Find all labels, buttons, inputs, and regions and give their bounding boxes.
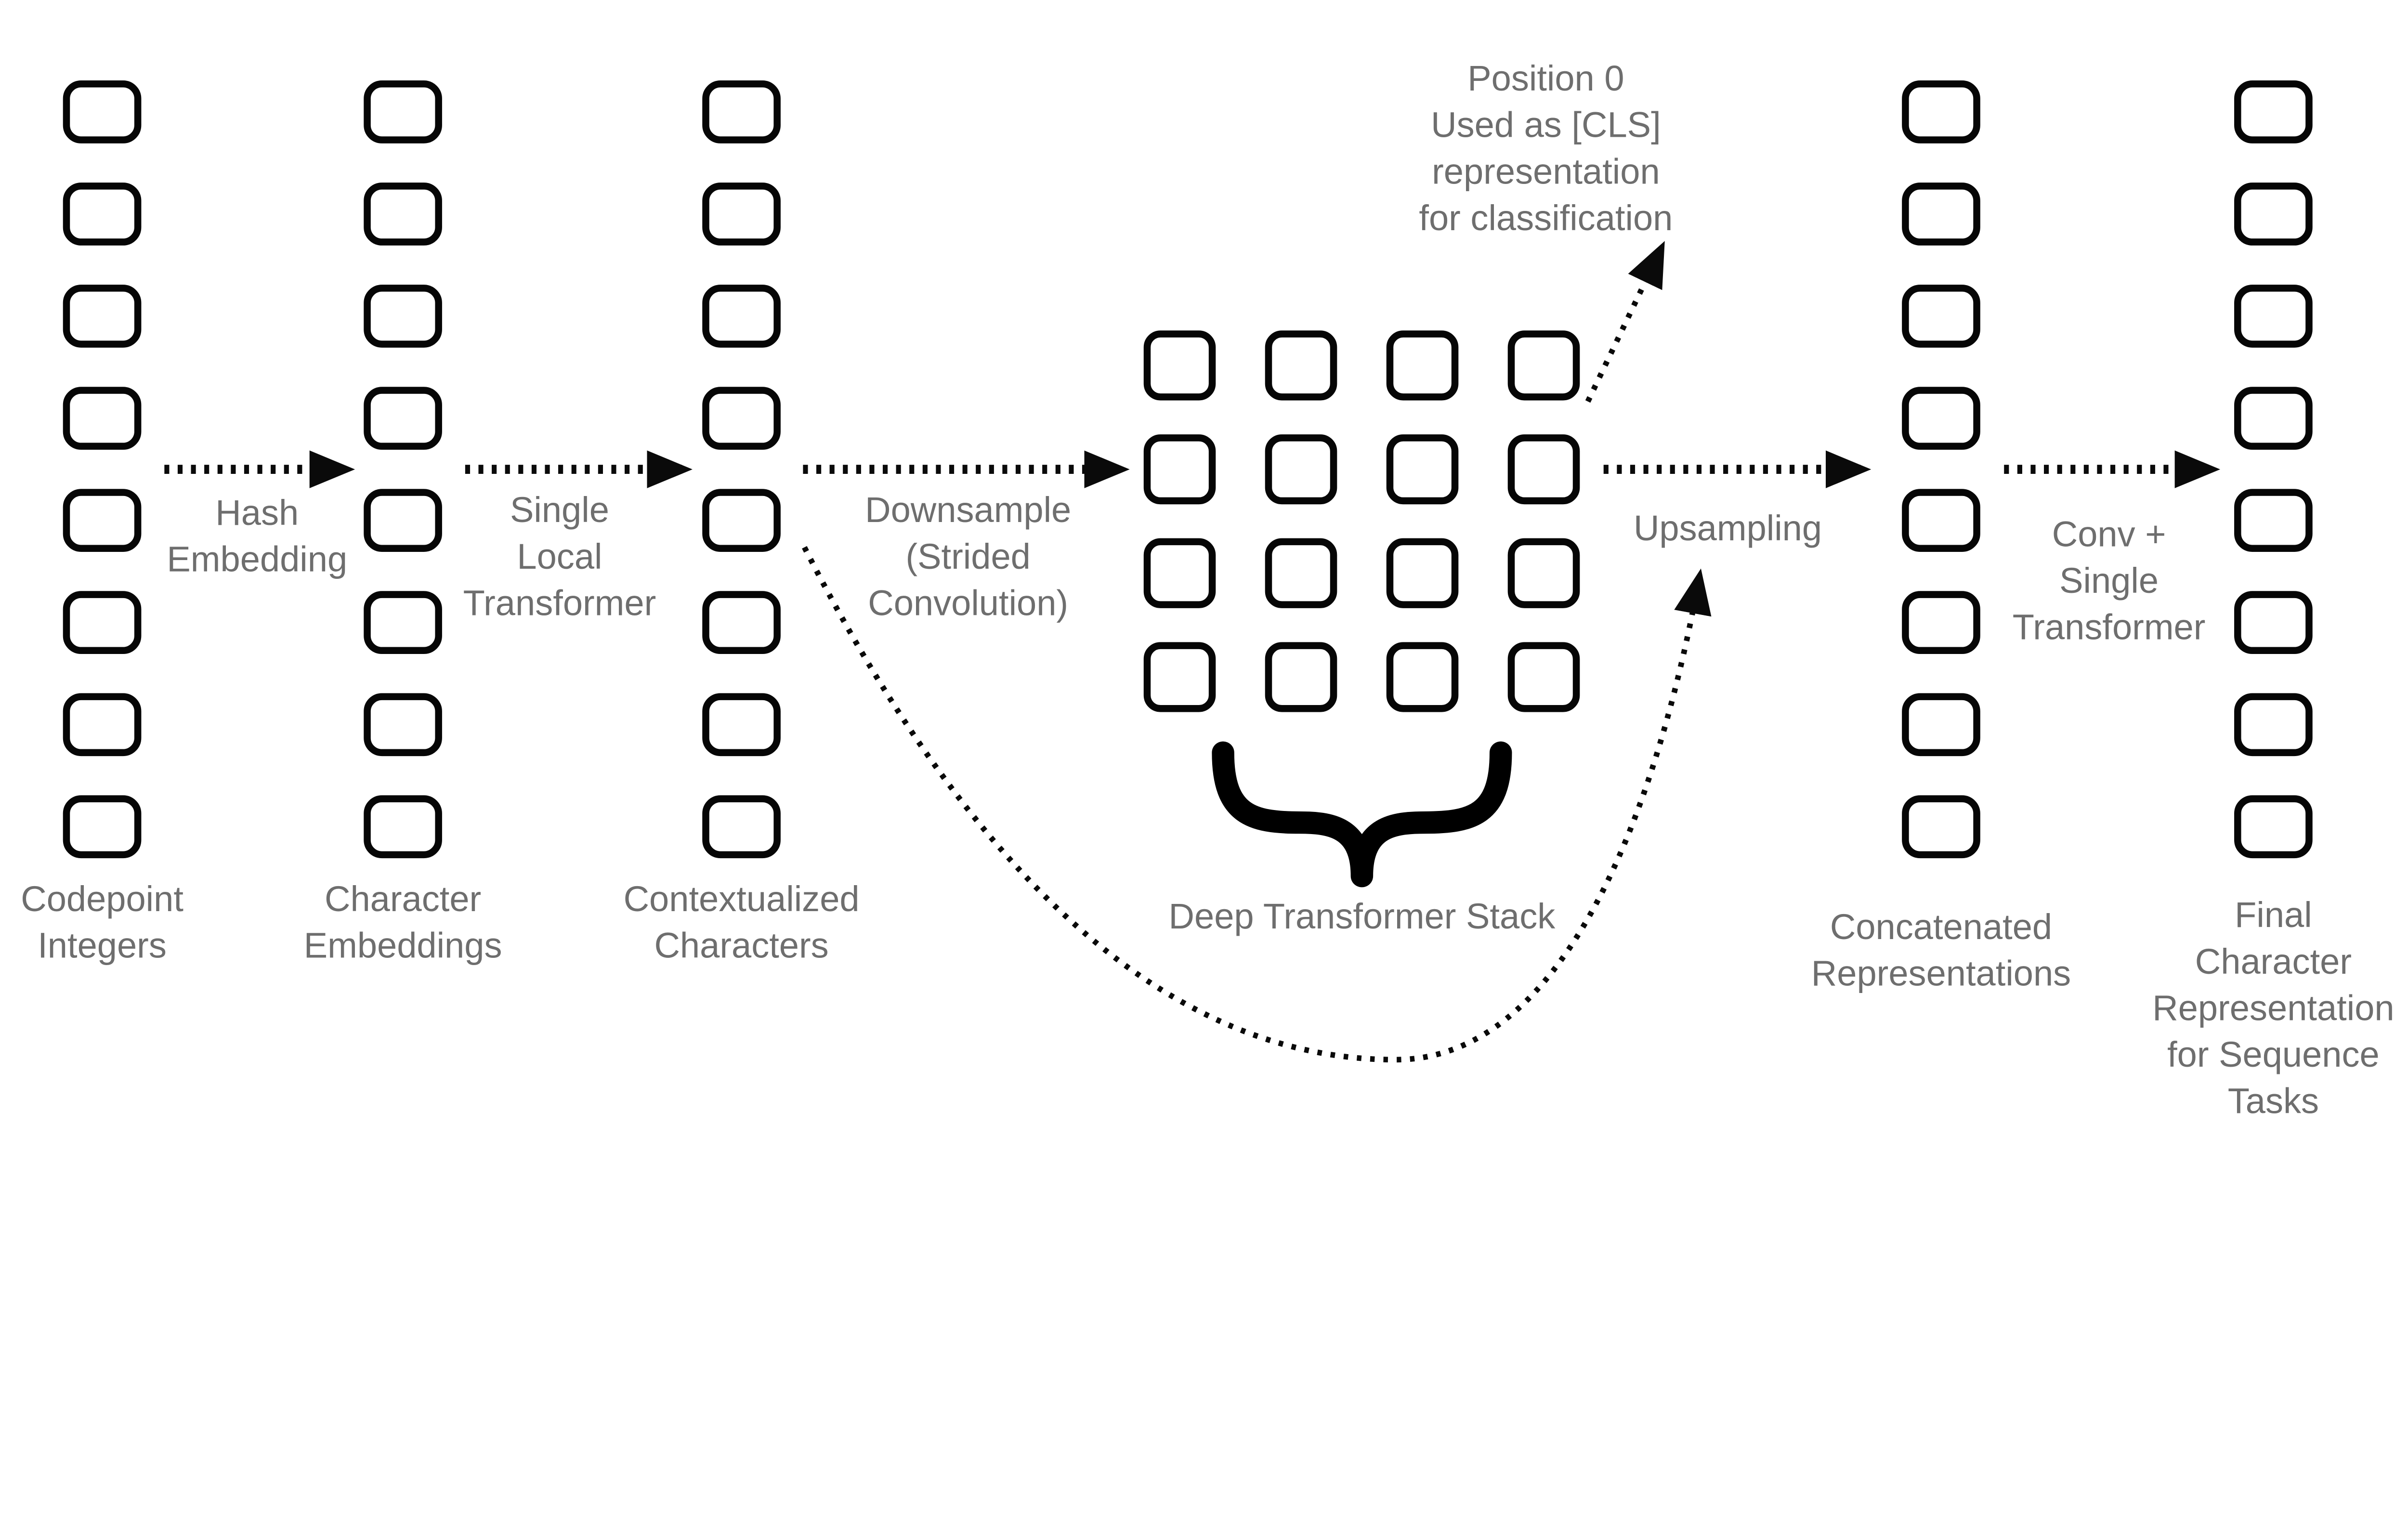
token-box	[2234, 795, 2313, 859]
column-contextualized-characters	[702, 80, 781, 859]
token-box	[364, 591, 442, 654]
token-box	[364, 489, 442, 552]
token-box	[702, 591, 781, 654]
token-box	[1902, 80, 1980, 144]
token-box	[1902, 591, 1980, 654]
token-box	[63, 693, 142, 757]
deep-stack-brace	[1212, 741, 1512, 888]
token-box	[63, 387, 142, 450]
token-box	[1902, 693, 1980, 757]
token-box	[2234, 489, 2313, 552]
downsampled-token-box	[1265, 538, 1337, 608]
upsampling-label: Upsampling	[1633, 508, 1822, 548]
downsampled-token-box	[1265, 642, 1337, 712]
downsampled-token-box	[1386, 434, 1459, 505]
column-character-embeddings	[364, 80, 442, 859]
downsampled-token-box	[1507, 330, 1580, 401]
character-embeddings-label: Character Embeddings	[303, 878, 502, 966]
token-box	[2234, 591, 2313, 654]
token-box	[702, 387, 781, 450]
connector-layer	[164, 241, 2221, 1063]
token-box	[702, 795, 781, 859]
deep-transformer-stack-label: Deep Transformer Stack	[1168, 896, 1556, 937]
downsampled-token-box	[1143, 538, 1216, 608]
token-box	[364, 80, 442, 144]
downsampled-token-box	[1143, 330, 1216, 401]
token-box	[1902, 489, 1980, 552]
token-box	[1902, 285, 1980, 348]
token-box	[2234, 285, 2313, 348]
token-box	[702, 183, 781, 246]
single-local-transformer-label: Single Local Transformer	[463, 490, 656, 623]
downsampled-token-box	[1386, 538, 1459, 608]
token-box	[364, 285, 442, 348]
downsampled-token-box	[1507, 642, 1580, 712]
downsampled-token-box	[1507, 538, 1580, 608]
column-concatenated-representations	[1902, 80, 1980, 859]
deep-transformer-stack-grid	[1143, 330, 1580, 712]
token-box	[63, 489, 142, 552]
concatenated-representations-label: Concatenated Representations	[1811, 907, 2071, 993]
token-box	[364, 183, 442, 246]
token-box	[702, 693, 781, 757]
downsampled-token-box	[1143, 434, 1216, 505]
cls-position0-arrow	[1585, 241, 1665, 403]
downsampled-token-box	[1265, 330, 1337, 401]
downsampled-token-box	[1507, 434, 1580, 505]
downsample-label: Downsample (Strided Convolution)	[865, 490, 1072, 623]
codepoint-integers-label: Codepoint Integers	[21, 878, 183, 966]
token-box	[702, 489, 781, 552]
token-box	[1902, 387, 1980, 450]
downsampled-token-box	[1386, 642, 1459, 712]
token-box	[364, 693, 442, 757]
token-box	[2234, 387, 2313, 450]
token-box	[63, 795, 142, 859]
hash-embedding-label: Hash Embedding	[167, 493, 348, 579]
downsampled-token-box	[1143, 642, 1216, 712]
token-box	[364, 795, 442, 859]
token-box	[2234, 183, 2313, 246]
final-representation-label: Final Character Representation for Seque…	[2152, 895, 2395, 1121]
token-box	[63, 591, 142, 654]
token-box	[2234, 693, 2313, 757]
downsampled-token-box	[1265, 434, 1337, 505]
token-box	[63, 285, 142, 348]
token-box	[702, 285, 781, 348]
token-box	[2234, 80, 2313, 144]
token-box	[364, 387, 442, 450]
column-codepoint-integers	[63, 80, 142, 859]
cls-note-label: Position 0 Used as [CLS] representation …	[1419, 58, 1673, 238]
token-box	[1902, 795, 1980, 859]
canine-architecture-diagram: Position 0 Used as [CLS] representation …	[21, 58, 2395, 1121]
contextualized-characters-label: Contextualized Characters	[623, 878, 860, 966]
token-box	[702, 80, 781, 144]
downsampled-token-box	[1386, 330, 1459, 401]
token-box	[1902, 183, 1980, 246]
conv-single-transformer-label: Conv + Single Transformer	[2012, 514, 2206, 647]
column-final-representation	[2234, 80, 2313, 859]
token-box	[63, 183, 142, 246]
token-box	[63, 80, 142, 144]
